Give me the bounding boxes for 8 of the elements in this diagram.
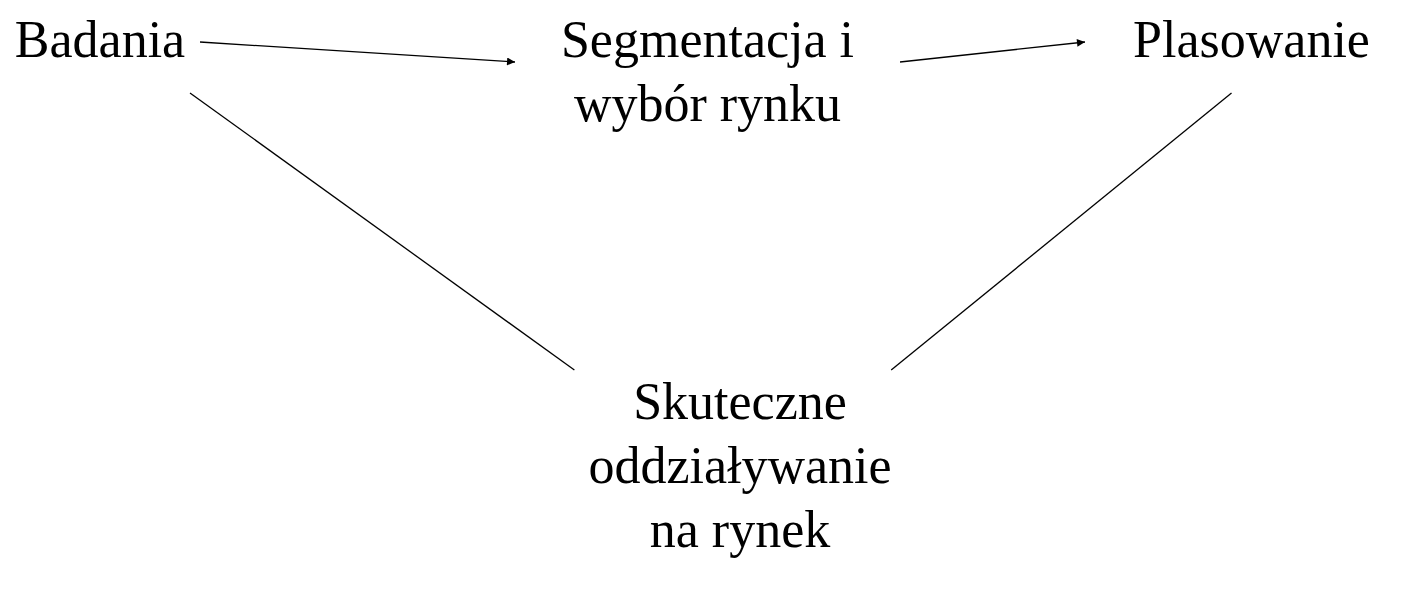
process-label: Plasowanie	[1132, 10, 1371, 70]
arrow	[199, 41, 516, 66]
connector-line	[189, 92, 576, 371]
process-label: Segmentacja i wybór rynku	[559, 10, 856, 134]
goal-label: Skuteczne oddziaływanie na rynek	[587, 372, 893, 560]
arrow	[899, 38, 1086, 63]
process-label: Badania	[13, 10, 187, 70]
connector-line	[890, 92, 1233, 371]
